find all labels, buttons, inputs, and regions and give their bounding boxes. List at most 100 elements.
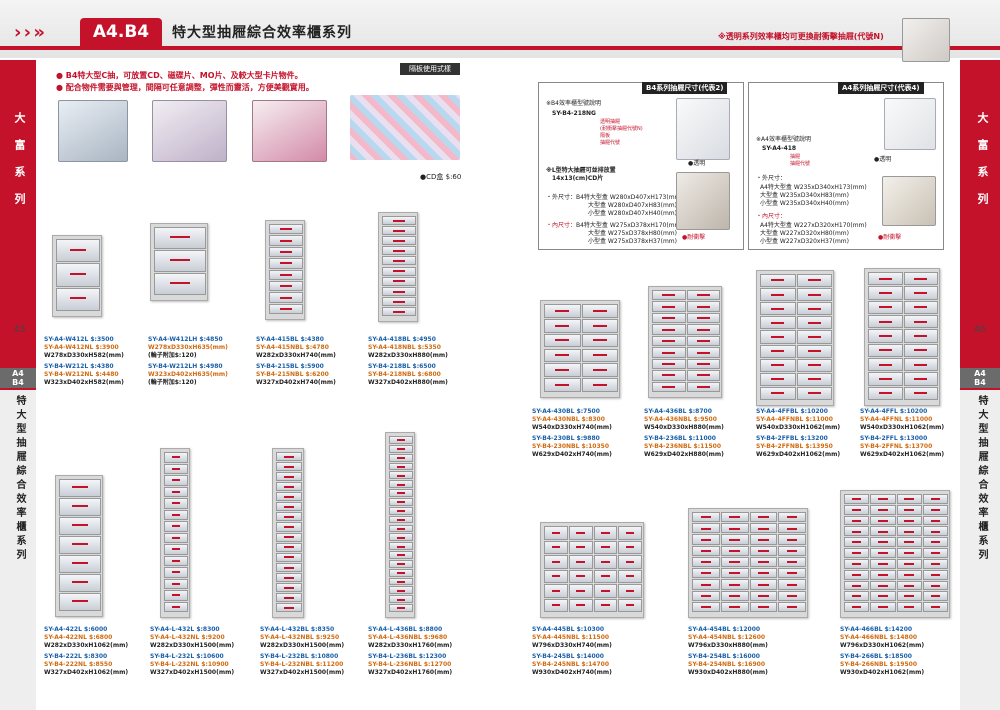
drawer bbox=[618, 569, 642, 583]
drawer-handle bbox=[576, 546, 585, 549]
drawer-handle bbox=[279, 228, 293, 231]
product-line: SY-B4-2FFL $:13000 bbox=[860, 435, 928, 442]
drawer-handle bbox=[592, 383, 607, 386]
product-line: SY-A4-430NBL $:8300 bbox=[532, 416, 605, 423]
partition-photo bbox=[350, 95, 460, 160]
b4-impact-label: ●耐衝擊 bbox=[682, 234, 706, 241]
drawer-handle bbox=[592, 339, 607, 342]
drawer-handle bbox=[396, 572, 406, 575]
page-number-left: 45 bbox=[14, 325, 26, 335]
drawer bbox=[389, 595, 413, 604]
drawer-handle bbox=[576, 560, 585, 563]
drawer-handle bbox=[914, 363, 928, 366]
product-line: SY-B4-245NBL $:14700 bbox=[532, 661, 609, 668]
cd-drawer-photo-3 bbox=[252, 100, 327, 162]
drawer-handle bbox=[807, 321, 821, 324]
drawer bbox=[870, 504, 896, 515]
b4-model-part-1: 透明抽屜 bbox=[600, 119, 621, 125]
drawer bbox=[568, 526, 593, 540]
drawer-handle bbox=[601, 575, 610, 578]
drawer bbox=[269, 269, 303, 280]
drawer-handle bbox=[171, 490, 181, 493]
drawer-handle bbox=[625, 604, 635, 607]
drawer bbox=[164, 452, 188, 463]
drawer bbox=[749, 556, 778, 568]
product-line: SY-B4-L-236NBL $:12700 bbox=[368, 661, 452, 668]
cd-drawer-photo-2 bbox=[152, 100, 227, 162]
drawer-handle bbox=[930, 519, 941, 522]
drawer bbox=[720, 545, 749, 556]
a4-transparent-label: ●透明 bbox=[874, 156, 892, 163]
drawer-handle bbox=[851, 498, 862, 501]
drawer bbox=[59, 574, 101, 592]
drawer bbox=[720, 568, 749, 579]
drawer-handle bbox=[914, 306, 928, 309]
drawer bbox=[686, 347, 720, 358]
drawer bbox=[269, 303, 303, 314]
series-code-badge: A4.B4 bbox=[80, 18, 162, 46]
a4-outer-1: A4特大型盒 W235xD340xH173(mm) bbox=[760, 184, 867, 191]
product-line: SY-B4-215BL $:5900 bbox=[256, 363, 324, 370]
drawer-handle bbox=[551, 546, 561, 549]
drawer-handle bbox=[914, 349, 928, 352]
drawer-handle bbox=[758, 549, 769, 552]
drawer bbox=[568, 584, 593, 598]
drawer bbox=[796, 316, 832, 330]
drawer bbox=[844, 569, 870, 580]
drawer-handle bbox=[625, 560, 635, 563]
drawer-handle bbox=[807, 279, 821, 282]
drawer-handle bbox=[279, 307, 293, 310]
drawer bbox=[760, 372, 796, 386]
drawer-handle bbox=[284, 506, 294, 509]
drawer bbox=[692, 568, 720, 579]
drawer bbox=[692, 545, 720, 556]
drawer bbox=[749, 534, 778, 545]
product-line: SY-A4-4FFBL $:10200 bbox=[756, 408, 828, 415]
drawer-handle bbox=[758, 527, 769, 530]
drawer bbox=[389, 533, 413, 542]
drawer-handle bbox=[904, 552, 914, 555]
cabinet-image bbox=[648, 286, 722, 398]
drawer bbox=[581, 333, 618, 348]
drawer-handle bbox=[904, 563, 914, 566]
drawer bbox=[389, 453, 413, 462]
drawer bbox=[59, 593, 101, 611]
product-line: SY-A4-422NL $:6800 bbox=[44, 634, 113, 641]
drawer-handle bbox=[878, 363, 892, 366]
b4-outer-label: ・外尺寸： bbox=[546, 194, 577, 201]
drawer-handle bbox=[904, 606, 914, 609]
drawer bbox=[760, 302, 796, 316]
right-vertical-title: 特大型抽屜綜合效率櫃系列 bbox=[976, 395, 987, 563]
drawer bbox=[544, 333, 581, 348]
drawer-handle bbox=[170, 282, 190, 284]
drawer bbox=[896, 494, 922, 504]
drawer bbox=[382, 306, 416, 316]
drawer bbox=[593, 598, 618, 612]
drawer-handle bbox=[396, 457, 406, 460]
cabinet-image bbox=[385, 432, 415, 618]
left-side-text: 大富系列 bbox=[13, 112, 26, 220]
drawer bbox=[749, 512, 778, 523]
drawer-handle bbox=[625, 589, 635, 592]
a4-inner-3: 小型盒 W227xD320xH37(mm) bbox=[760, 238, 849, 245]
drawer bbox=[382, 226, 416, 236]
a4-size-header: A4系列抽屜尺寸(代表4) bbox=[838, 82, 924, 94]
drawer bbox=[382, 286, 416, 296]
b4-model-part-2: (耐衝擊抽屜代號N) bbox=[600, 126, 643, 132]
drawer bbox=[382, 296, 416, 306]
product-line: SY-B4-254BL $:16000 bbox=[688, 653, 760, 660]
drawer bbox=[276, 472, 302, 482]
drawer bbox=[778, 579, 806, 590]
product-line: SY-A4-418BL $:4950 bbox=[368, 336, 436, 343]
product-line: W282xD330xH1760(mm) bbox=[368, 642, 453, 649]
drawer bbox=[276, 522, 302, 532]
drawer bbox=[382, 276, 416, 286]
sample-drawer-photo bbox=[902, 18, 950, 62]
drawer-handle bbox=[771, 378, 785, 381]
drawer bbox=[269, 224, 303, 235]
drawer bbox=[922, 494, 948, 504]
